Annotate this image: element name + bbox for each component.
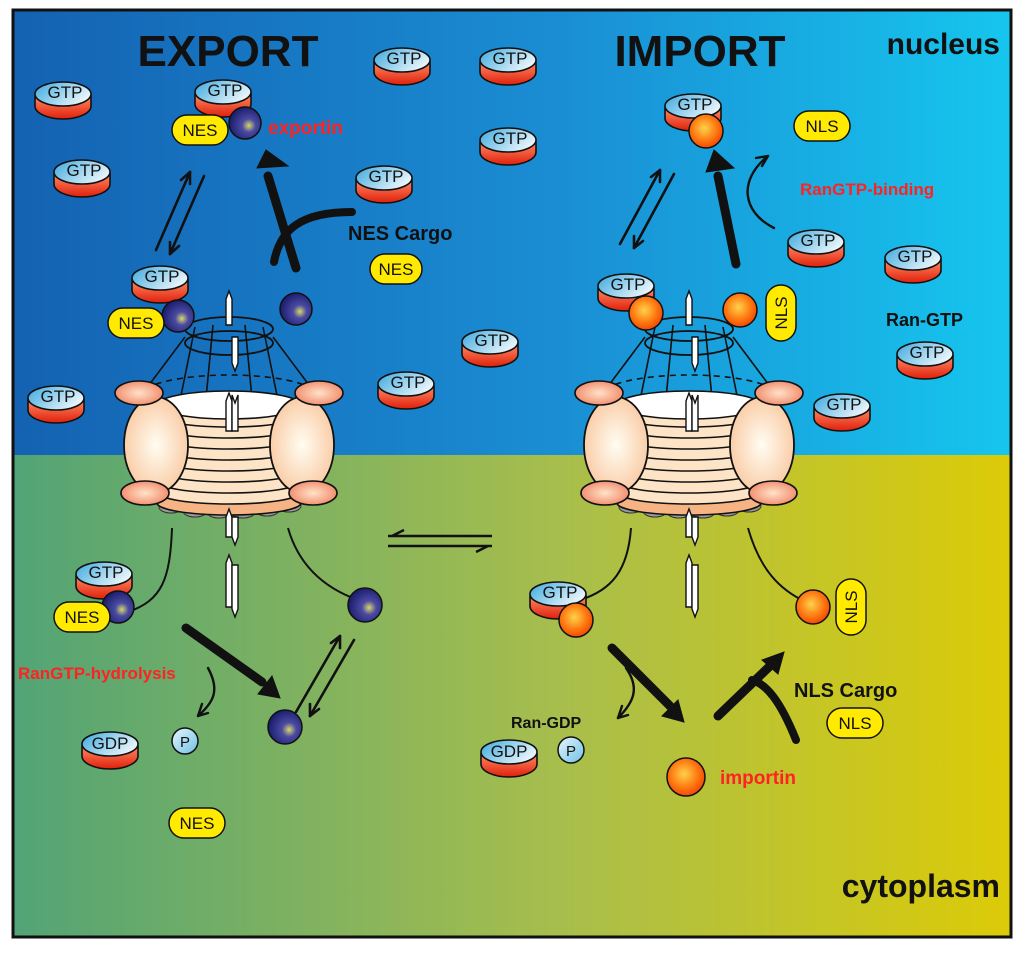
export-heading: EXPORT — [138, 27, 319, 76]
svg-text:GTP: GTP — [391, 373, 426, 392]
nes-cargo-pills: NES NES NES NES NES — [53, 114, 423, 839]
svg-text:GTP: GTP — [801, 231, 836, 250]
svg-text:GDP: GDP — [92, 734, 129, 753]
svg-text:NLS: NLS — [772, 296, 791, 329]
ran-gdp-molecules: GDP GDP — [81, 731, 538, 778]
phosphate-molecules: P P — [171, 727, 585, 764]
svg-text:GTP: GTP — [208, 81, 243, 100]
svg-text:GTP: GTP — [67, 161, 102, 180]
svg-text:NES: NES — [65, 608, 100, 627]
svg-text:GTP: GTP — [475, 331, 510, 350]
svg-text:GTP: GTP — [369, 167, 404, 186]
svg-text:NLS: NLS — [805, 117, 838, 136]
svg-text:GTP: GTP — [387, 49, 422, 68]
svg-text:GTP: GTP — [827, 395, 862, 414]
svg-text:NES: NES — [180, 814, 215, 833]
svg-text:GTP: GTP — [41, 387, 76, 406]
cytoplasm-compartment — [13, 455, 1011, 937]
svg-text:GDP: GDP — [491, 742, 528, 761]
exportin-particles — [101, 106, 383, 745]
nls-cargo-label: NLS Cargo — [794, 680, 897, 702]
export-tether-left — [127, 527, 173, 613]
figure-frame — [11, 8, 1013, 939]
ran-gtp-label: Ran-GTP — [886, 310, 963, 330]
svg-text:NLS: NLS — [842, 590, 861, 623]
svg-text:NLS: NLS — [838, 714, 871, 733]
svg-text:GTP: GTP — [48, 83, 83, 102]
ran-gtp-molecules: GTP GTP GTP GTP GTP GTP GTP GTP GTP GTP … — [27, 47, 954, 620]
importin-label: importin — [720, 768, 796, 789]
nucleus-label: nucleus — [887, 28, 1000, 61]
svg-text:GTP: GTP — [611, 275, 646, 294]
svg-text:GTP: GTP — [910, 343, 945, 362]
import-pathway-arrows — [607, 149, 800, 744]
importin-particles — [558, 113, 831, 797]
svg-text:GTP: GTP — [543, 583, 578, 602]
svg-text:P: P — [566, 743, 576, 760]
export-pathway-arrows — [154, 149, 356, 718]
svg-text:NES: NES — [379, 260, 414, 279]
svg-text:GTP: GTP — [493, 49, 528, 68]
svg-text:GTP: GTP — [493, 129, 528, 148]
pore-equilibrium-arrows — [388, 528, 492, 554]
nls-cargo-pills: NLS NLS NLS NLS — [765, 110, 884, 739]
svg-text:GTP: GTP — [145, 267, 180, 286]
cytoplasm-label: cytoplasm — [842, 868, 1000, 904]
nes-cargo-label: NES Cargo — [348, 223, 452, 245]
svg-text:NES: NES — [119, 314, 154, 333]
import-tether-left — [579, 527, 632, 601]
exportin-label: exportin — [268, 118, 343, 139]
svg-text:GTP: GTP — [89, 563, 124, 582]
ran-gdp-label: Ran-GDP — [511, 715, 582, 732]
svg-text:GTP: GTP — [678, 95, 713, 114]
rangtp-binding-label: RanGTP-binding — [800, 180, 934, 199]
svg-text:NES: NES — [183, 121, 218, 140]
export-tether-right — [287, 527, 359, 601]
svg-text:P: P — [180, 734, 190, 751]
svg-text:GTP: GTP — [898, 247, 933, 266]
rangtp-hydrolysis-label: RanGTP-hydrolysis — [18, 664, 176, 683]
import-heading: IMPORT — [614, 27, 785, 76]
